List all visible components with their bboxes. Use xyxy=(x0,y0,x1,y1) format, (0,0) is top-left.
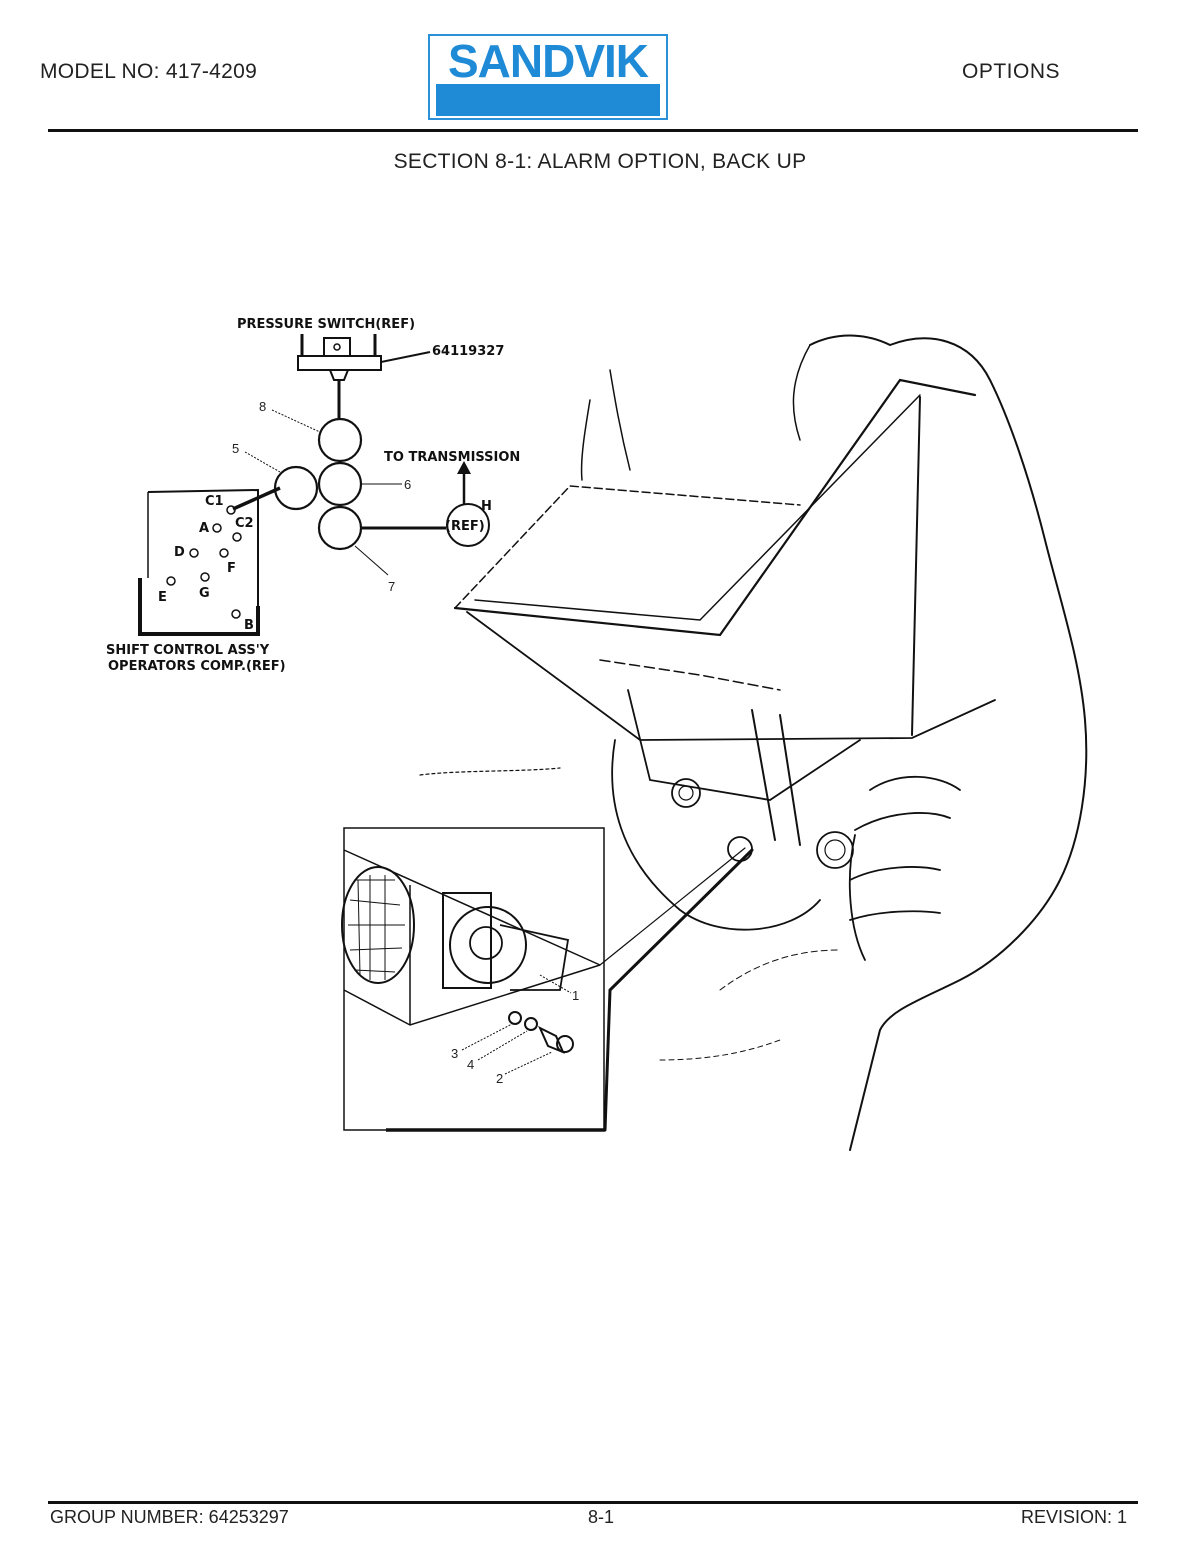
port-c2: C2 xyxy=(235,516,254,531)
port-d: D xyxy=(174,545,185,560)
callout-8: 8 xyxy=(259,399,266,414)
arrow-up-icon xyxy=(457,461,471,474)
callout-5: 5 xyxy=(232,441,239,456)
callout-1: 1 xyxy=(572,988,579,1003)
part-number: 64119327 xyxy=(432,344,504,359)
ref-label: (REF) xyxy=(445,519,485,534)
footer-divider xyxy=(48,1501,1138,1504)
alarm-detail-inset: 1 3 4 2 xyxy=(341,827,605,1132)
hydraulic-schematic: PRESSURE SWITCH(REF) 64119327 8 5 6 7 xyxy=(106,317,520,674)
port-g: G xyxy=(199,586,210,601)
machine-illustration xyxy=(419,334,1088,1151)
logo-bar xyxy=(436,84,660,116)
model-number: MODEL NO: 417-4209 xyxy=(40,60,258,83)
port-c1: C1 xyxy=(205,494,224,509)
section-title: SECTION 8-1: ALARM OPTION, BACK UP xyxy=(393,150,807,173)
callout-2: 2 xyxy=(496,1071,503,1086)
revision: REVISION: 1 xyxy=(1021,1507,1128,1527)
pressure-switch-label: PRESSURE SWITCH(REF) xyxy=(237,317,415,332)
page-number: 8-1 xyxy=(588,1507,615,1527)
callout-4: 4 xyxy=(467,1057,474,1072)
port-h: H xyxy=(481,499,492,514)
callout-3: 3 xyxy=(451,1046,458,1061)
port-b: B xyxy=(244,618,254,633)
shift-control-label-1: SHIFT CONTROL ASS'Y xyxy=(106,643,270,658)
parts-diagram: PRESSURE SWITCH(REF) 64119327 8 5 6 7 xyxy=(0,290,1200,1170)
port-f: F xyxy=(227,561,236,576)
to-transmission-label: TO TRANSMISSION xyxy=(384,450,520,465)
logo-text: SANDVIK xyxy=(447,35,649,87)
header-divider xyxy=(48,129,1138,132)
group-number: GROUP NUMBER: 64253297 xyxy=(50,1507,289,1527)
port-e: E xyxy=(158,590,167,605)
callout-7: 7 xyxy=(388,579,395,594)
callout-6: 6 xyxy=(404,477,411,492)
sandvik-logo: SANDVIK xyxy=(428,34,668,120)
shift-control-label-2: OPERATORS COMP.(REF) xyxy=(108,659,286,674)
category-label: OPTIONS xyxy=(962,60,1061,83)
port-a: A xyxy=(199,521,209,536)
